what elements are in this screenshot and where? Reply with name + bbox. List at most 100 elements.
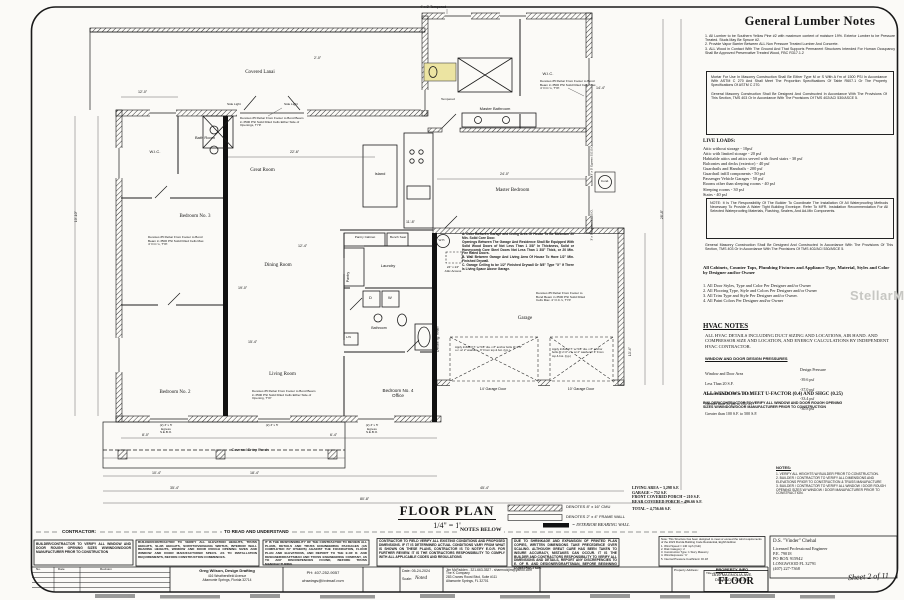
waterproof-note-box: [706, 198, 894, 239]
bearing-walls: [223, 116, 437, 422]
pressures-row: Less Than 20 S.F. -39.6 psf: [705, 376, 880, 387]
label-condenser: Cond.: [600, 178, 610, 183]
engineer-details: Licensed Professional Engineer P.E. 7901…: [773, 546, 828, 572]
callout-egress-v2: 3' x 5' Egress S.E.B.O.: [589, 209, 594, 241]
label-washer: W: [388, 295, 392, 300]
label-water-heater: W.H.: [438, 238, 446, 242]
legend-bearing-bar: [543, 523, 569, 528]
pressures-row: Greater than 100 S.F. to 500 S.F. -30.8 …: [705, 407, 880, 416]
note-rebar-opening2: Denotes #5 Rebar From Footer to Bond Bea…: [252, 389, 316, 401]
pressures-col2: Design Pressure: [800, 366, 826, 372]
room-label-bath-room: Bath Room: [194, 135, 215, 140]
room-label-bedroom4: Bedroom No. 4 Office: [382, 388, 414, 399]
bottom-box-2: BUILDER/CONTRACTOR TO VERIFY ALL ELEVATI…: [138, 540, 257, 559]
note-rebar-oc-right: Denotes #5 Rebar From Footer to Bond Bea…: [540, 79, 597, 91]
live-loads-list: Attic without storage - 10psf Attic with…: [703, 146, 803, 197]
area-total: TOTAL = 4,756.66 S.F.: [632, 506, 671, 511]
windows-ufactor-note: ALL WINDOWS TO MEET U-FACTOR (0.4) AND S…: [703, 392, 843, 397]
rev-col-no: No.: [36, 566, 41, 571]
label-tempered-48: 4' x 8' Tempered: [420, 5, 447, 9]
garage-door-headers: [449, 336, 614, 382]
header-notes-below: NOTES BELOW: [458, 527, 504, 534]
callout-egress-3: (2) 3' x 5' Egress S.E.B.O.: [365, 423, 379, 435]
pressure-area: Less Than 20 S.F.: [705, 381, 734, 387]
bottom-box-1: BUILDER/CONTRACTOR TO VERIFY ALL WINDOW …: [36, 542, 131, 554]
label-linen: L/N: [346, 335, 351, 339]
sheet-border: [30, 6, 899, 593]
lumber-notes-title: General Lumber Notes: [744, 14, 876, 28]
room-label-master-bath: Master Bathroom: [479, 106, 511, 111]
room-label-laundry: Laundry: [380, 263, 396, 268]
drawing-scale: 1/4" = 1': [433, 521, 461, 530]
titleblock-lines: [32, 535, 898, 592]
callout-egress-v1: 3' x 5' Egress S.E.B.O.: [589, 144, 594, 176]
live-loads-title: LIVE LOADS:: [703, 139, 736, 144]
door-swings: [154, 95, 458, 353]
titleblock-date: Date: 05-24-2024: [402, 569, 430, 573]
dim: 13'-4": [627, 347, 632, 357]
cabinets-note-head: All Cabinets, Counter Tops, Plumbing Fix…: [703, 265, 890, 276]
room-label-pantry: Pantry: [345, 271, 350, 283]
header-read-understand: TO READ AND UNDERSTAND: [222, 529, 291, 535]
legend-cmu-bar: [507, 504, 563, 512]
lanai-porch: [89, 28, 425, 469]
engineer-name: D.S. "Vinder" Chehal: [773, 539, 817, 544]
pressures-row: Greater than 20 S.F. to 50 S.F. -37.0 ps…: [705, 386, 880, 396]
title-of-page-label: Title of Page: [706, 570, 724, 575]
pressures-col1: Window and Door Area: [705, 371, 744, 377]
lumber-notes-body: 1. All Lumber to be Southern Yellow Pine…: [705, 34, 895, 55]
designer-email: drawings@hotmail.com: [302, 578, 344, 583]
designer-phone: PH: 407-252-9057: [306, 570, 340, 575]
room-label-bathroom: Bathroom: [371, 326, 387, 330]
legend-frame-bar: [507, 514, 563, 521]
pressure-area: Greater than 50 psf to 100 S.F.: [705, 401, 755, 407]
waterproof-note-text: NOTE: It Is The Responsibility Of The Bu…: [710, 201, 888, 214]
designer-name: Greg Wilson, Design Drafting: [199, 568, 255, 573]
room-label-bedroom3: Bedroom No. 3: [179, 214, 211, 219]
dim: 18'-4": [250, 471, 260, 475]
dim: 2'-0": [314, 56, 322, 60]
legend-frame-label: DENOTES 2" x 4" FRAME WALL: [566, 514, 625, 519]
dim: 24'-0": [500, 172, 510, 176]
hvac-body: ALL HVAC DETAILS INCLUDING DUCT SIZING A…: [705, 333, 889, 349]
bottom-box-4: CONTRACTOR TO FIELD VERIFY ALL EXISTING …: [379, 539, 505, 559]
rev-col-revision: Revision: [100, 566, 112, 571]
area-summary: LIVING AREA = 3,298 S.F. GARAGE = 752 S.…: [632, 485, 703, 505]
room-label-living: Living Room: [269, 372, 296, 377]
pressure-value: -39.6 psf: [800, 376, 815, 382]
dim: 19'-0": [238, 286, 248, 290]
bottom-box-3: IT IS THE RESPONSIBILITY OF THE CONTRACT…: [265, 540, 367, 566]
masonry-note-box: [706, 71, 894, 135]
dim: 6'-4": [330, 433, 338, 437]
room-label-bedroom2: Bedroom No. 2: [159, 390, 191, 395]
titleblock-scale-value: Noted: [415, 576, 427, 581]
rev-col-date: Date: [58, 566, 65, 571]
room-label-wic-right: W.I.C.: [542, 71, 554, 76]
pressures-table: Window and Door Area Design Pressure Les…: [705, 363, 880, 417]
property-info-title: PROPERTY INFO: [715, 566, 749, 572]
right-notes-title: NOTES:: [776, 465, 792, 470]
dim: 14'-4": [596, 86, 606, 90]
right-notes-items: 1. VERIFY ALL HEIGHTS W/ BUILDER PRIOR T…: [776, 472, 886, 496]
property-street: 1616 MAGNOLIA AVE.: [711, 572, 753, 577]
legend-cmu-label: DENOTES 8" x 16" CMU: [566, 504, 611, 509]
mls-watermark: StellarMLS: [850, 288, 904, 303]
dim: 22'-6": [290, 150, 300, 154]
hvac-title: HVAC NOTES: [703, 322, 749, 330]
bottom-box-5: DUE TO SHRINKAGE AND EXPANSION OF PRINTE…: [514, 539, 617, 571]
window-glyphs: [118, 15, 590, 420]
header-contractor: CONTRACTOR:: [60, 529, 99, 535]
label-garage-door-10: 10' Garage Door: [567, 387, 595, 391]
pressures-row: Greater than 50 psf to 100 S.F. -33.4 ps…: [705, 396, 880, 406]
bottom-box-wind: Note: This Structure has been designed t…: [661, 537, 762, 561]
pressure-value: -33.4 psf: [800, 396, 815, 402]
toilet-symbol: [428, 66, 438, 78]
cabinets-note-items: 1. All Door Styles, Type and Color Per D…: [703, 283, 817, 304]
callout-egress-1: (2) 3' x 5' Egress S.E.B.O.: [159, 423, 173, 435]
dim: 12'-0": [138, 90, 148, 94]
dim: 10'-4": [152, 471, 162, 475]
pressure-value: -37.0 psf: [800, 386, 815, 392]
label-tempered: Tempered: [441, 97, 455, 101]
callout-egress-2: (2) 3' x 5': [265, 423, 279, 427]
